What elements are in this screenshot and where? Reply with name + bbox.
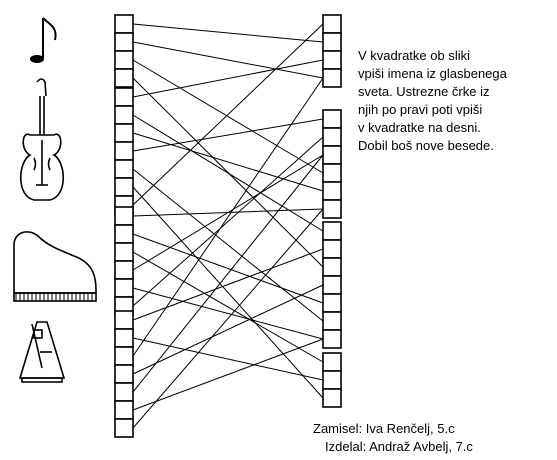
right-box[interactable]: [322, 239, 342, 259]
connection-line: [132, 154, 324, 393]
grand-piano-icon: [13, 231, 97, 302]
connection-line: [132, 233, 324, 304]
connection-line: [132, 208, 324, 429]
right-box[interactable]: [322, 199, 342, 219]
left-box[interactable]: [114, 206, 134, 226]
left-box[interactable]: [114, 87, 134, 107]
connection-line: [132, 59, 324, 98]
music-note-icon: [30, 17, 57, 63]
connection-line: [132, 287, 324, 340]
right-answer-boxes[interactable]: [322, 14, 342, 408]
right-box[interactable]: [322, 275, 342, 295]
right-box[interactable]: [322, 32, 342, 52]
connection-line: [132, 154, 324, 271]
author-credit: Zamisel: Iva Renčelj, 5.c: [313, 421, 455, 436]
right-box[interactable]: [322, 311, 342, 331]
connection-line: [132, 77, 324, 357]
connection-line: [132, 114, 324, 232]
left-box[interactable]: [114, 278, 134, 298]
right-box[interactable]: [322, 352, 342, 372]
left-box[interactable]: [114, 177, 134, 197]
instructions-text: V kvadratke ob sliki vpiši imena iz glas…: [358, 48, 507, 153]
connection-line: [132, 251, 324, 363]
left-box[interactable]: [114, 242, 134, 262]
right-box[interactable]: [322, 293, 342, 313]
connection-line: [132, 132, 324, 192]
right-box[interactable]: [322, 14, 342, 34]
left-box[interactable]: [114, 123, 134, 143]
right-box[interactable]: [322, 127, 342, 147]
left-answer-boxes[interactable]: [114, 14, 134, 438]
left-box[interactable]: [114, 141, 134, 161]
right-box[interactable]: [322, 370, 342, 390]
right-box[interactable]: [322, 109, 342, 129]
connection-line: [132, 59, 324, 174]
connection-line: [132, 186, 324, 399]
right-box[interactable]: [322, 221, 342, 241]
connection-line: [132, 23, 324, 206]
violin-icon: [20, 78, 64, 201]
connection-lines: [132, 23, 324, 429]
left-box[interactable]: [114, 50, 134, 70]
left-box[interactable]: [114, 346, 134, 366]
right-box[interactable]: [322, 163, 342, 183]
connection-line: [132, 118, 324, 152]
left-box[interactable]: [114, 418, 134, 438]
connection-line: [132, 136, 324, 307]
connection-line: [132, 23, 324, 43]
left-box[interactable]: [114, 260, 134, 280]
connection-line: [132, 168, 324, 322]
connection-line: [132, 284, 324, 375]
left-box[interactable]: [114, 310, 134, 330]
right-box[interactable]: [322, 50, 342, 70]
connection-line: [132, 337, 324, 381]
left-box[interactable]: [114, 400, 134, 420]
connection-line: [132, 41, 324, 79]
left-box[interactable]: [114, 382, 134, 402]
left-box[interactable]: [114, 328, 134, 348]
right-box[interactable]: [322, 257, 342, 277]
right-box[interactable]: [322, 68, 342, 88]
left-box[interactable]: [114, 68, 134, 88]
connection-line: [132, 248, 324, 321]
left-box[interactable]: [114, 364, 134, 384]
left-box[interactable]: [114, 224, 134, 244]
right-box[interactable]: [322, 181, 342, 201]
right-box[interactable]: [322, 388, 342, 408]
left-box[interactable]: [114, 105, 134, 125]
right-box[interactable]: [322, 145, 342, 165]
maker-credit: Izdelal: Andraž Avbelj, 7.c: [325, 439, 473, 454]
metronome-icon: [18, 321, 66, 383]
left-box[interactable]: [114, 14, 134, 34]
connection-line: [132, 338, 324, 411]
right-box[interactable]: [322, 329, 342, 349]
left-box[interactable]: [114, 159, 134, 179]
left-box[interactable]: [114, 32, 134, 52]
